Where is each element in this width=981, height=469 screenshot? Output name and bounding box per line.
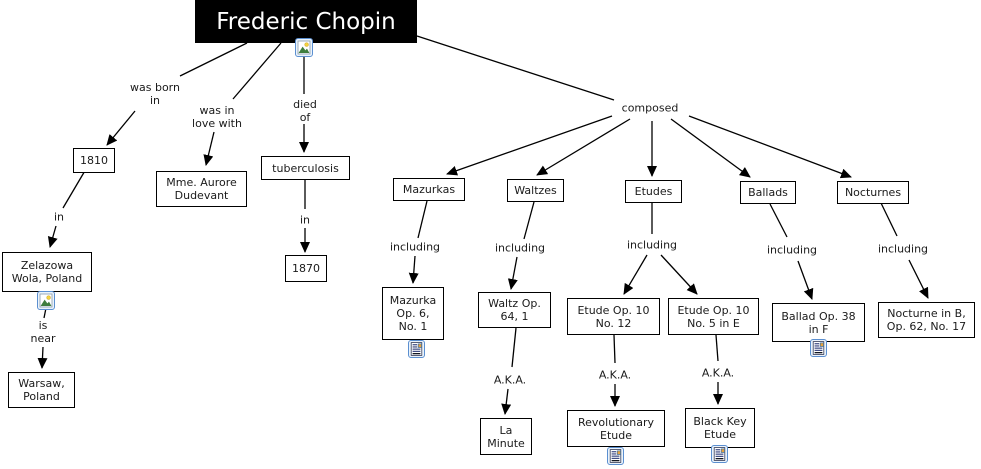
link-label-composed[interactable]: composed bbox=[618, 101, 682, 115]
concept-waltz-op64-1[interactable]: Waltz Op. 64, 1 bbox=[478, 292, 551, 328]
concept-etude-op10-no12[interactable]: Etude Op. 10 No. 12 bbox=[567, 298, 660, 335]
concept-1870[interactable]: 1870 bbox=[285, 255, 327, 282]
link-label-aka-waltz[interactable]: A.K.A. bbox=[490, 373, 530, 387]
concept-revolutionary-etude[interactable]: Revolutionary Etude bbox=[567, 410, 665, 447]
link-label-including-etudes[interactable]: including bbox=[623, 238, 681, 252]
link-label-in-death-year[interactable]: in bbox=[296, 213, 314, 227]
link-label-including-nocturnes[interactable]: including bbox=[874, 242, 932, 256]
image-icon[interactable] bbox=[295, 38, 313, 57]
concept-1810[interactable]: 1810 bbox=[73, 148, 115, 173]
link-label-including-ballads[interactable]: including bbox=[763, 243, 821, 257]
document-icon[interactable] bbox=[408, 340, 426, 359]
concept-nocturne-op62-no17[interactable]: Nocturne in B, Op. 62, No. 17 bbox=[878, 302, 975, 338]
link-label-in-birthplace[interactable]: in bbox=[50, 210, 68, 224]
document-icon[interactable] bbox=[711, 445, 729, 464]
link-label-died-of[interactable]: died of bbox=[290, 98, 320, 124]
concept-tuberculosis[interactable]: tuberculosis bbox=[261, 156, 350, 180]
concept-zelazowa-wola[interactable]: Zelazowa Wola, Poland bbox=[2, 252, 92, 292]
concept-etudes[interactable]: Etudes bbox=[625, 180, 682, 203]
link-label-aka-etude-no5[interactable]: A.K.A. bbox=[698, 366, 738, 380]
document-icon[interactable] bbox=[607, 447, 625, 466]
link-label-was-in-love-with[interactable]: was in love with bbox=[189, 104, 245, 130]
concept-mazurkas[interactable]: Mazurkas bbox=[393, 178, 465, 201]
concept-mazurka-op6-no1[interactable]: Mazurka Op. 6, No. 1 bbox=[382, 287, 444, 340]
link-label-including-waltzes[interactable]: including bbox=[491, 241, 549, 255]
concept-etude-op10-no5[interactable]: Etude Op. 10 No. 5 in E bbox=[668, 298, 759, 335]
concept-waltzes[interactable]: Waltzes bbox=[507, 179, 564, 202]
link-label-including-mazurkas[interactable]: including bbox=[386, 240, 444, 254]
image-icon[interactable] bbox=[37, 291, 55, 310]
concept-mme-aurore-dudevant[interactable]: Mme. Aurore Dudevant bbox=[156, 171, 247, 207]
concept-black-key-etude[interactable]: Black Key Etude bbox=[685, 408, 755, 448]
document-icon[interactable] bbox=[810, 339, 828, 358]
concept-nocturnes[interactable]: Nocturnes bbox=[837, 181, 909, 204]
concept-ballads[interactable]: Ballads bbox=[740, 181, 796, 204]
concept-la-minute[interactable]: La Minute bbox=[480, 418, 532, 455]
link-label-was-born-in[interactable]: was born in bbox=[127, 81, 183, 107]
concept-warsaw[interactable]: Warsaw, Poland bbox=[8, 372, 75, 408]
link-label-is-near[interactable]: is near bbox=[27, 319, 59, 345]
link-label-aka-etude-no12[interactable]: A.K.A. bbox=[595, 368, 635, 382]
concept-frederic-chopin[interactable]: Frederic Chopin bbox=[195, 0, 417, 43]
concept-ballad-op38-f[interactable]: Ballad Op. 38 in F bbox=[772, 303, 865, 342]
